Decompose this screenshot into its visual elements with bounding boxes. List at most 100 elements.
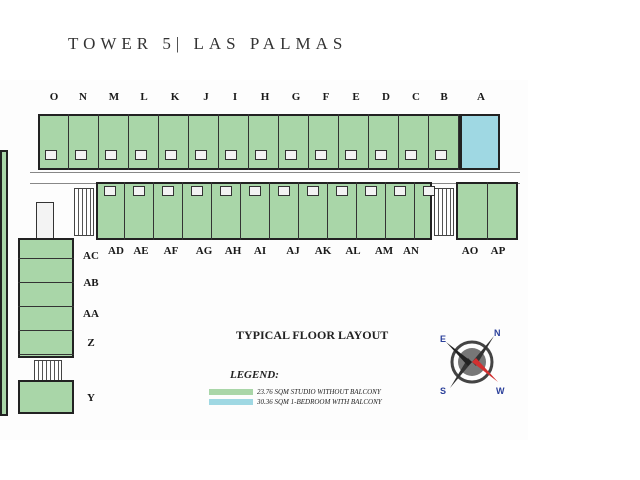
- page-title: TOWER 5| LAS PALMAS: [68, 34, 348, 53]
- stair-lower: [34, 360, 62, 382]
- unit-label-ao: AO: [461, 245, 479, 257]
- unit-label-ai: AI: [253, 245, 267, 257]
- bath-fixture: [75, 150, 87, 160]
- unit-label-l: L: [140, 91, 148, 103]
- unit-divider: [278, 114, 279, 170]
- unit-divider: [98, 114, 99, 170]
- unit-divider: [398, 114, 399, 170]
- unit-divider: [18, 282, 74, 283]
- unit-label-g: G: [291, 91, 301, 103]
- legend-text-studio: 23.76 SQM STUDIO WITHOUT BALCONY: [257, 388, 381, 396]
- unit-label-b: B: [440, 91, 448, 103]
- bath-fixture: [220, 186, 232, 196]
- far-left-strip: [0, 150, 8, 416]
- compass-letter-w: W: [496, 386, 505, 396]
- unit-divider: [182, 182, 183, 240]
- bath-fixture: [195, 150, 207, 160]
- legend-item-1br: 30.36 SQM 1-BEDROOM WITH BALCONY: [209, 398, 382, 406]
- unit-divider: [158, 114, 159, 170]
- unit-label-ab: AB: [83, 277, 99, 289]
- unit-divider: [18, 306, 74, 307]
- unit-divider: [248, 114, 249, 170]
- stair-left: [74, 188, 94, 236]
- legend-swatch-1br: [209, 399, 253, 405]
- bath-fixture: [345, 150, 357, 160]
- unit-divider: [385, 182, 386, 240]
- unit-divider: [218, 114, 219, 170]
- top-unit-block: [38, 114, 460, 170]
- unit-divider: [327, 182, 328, 240]
- bath-fixture: [135, 150, 147, 160]
- bath-fixture: [255, 150, 267, 160]
- unit-divider: [124, 182, 125, 240]
- unit-divider: [18, 258, 74, 259]
- unit-label-aa: AA: [83, 308, 99, 320]
- unit-divider: [153, 182, 154, 240]
- bath-fixture: [405, 150, 417, 160]
- bath-fixture: [191, 186, 203, 196]
- unit-label-m: M: [108, 91, 120, 103]
- stair-right: [434, 188, 454, 236]
- unit-divider: [428, 114, 429, 170]
- bath-fixture: [45, 150, 57, 160]
- legend-swatch-studio: [209, 389, 253, 395]
- unit-label-e: E: [352, 91, 360, 103]
- bath-fixture: [165, 150, 177, 160]
- unit-divider: [211, 182, 212, 240]
- left-wing-block: [18, 238, 74, 358]
- unit-label-z: Z: [87, 337, 95, 349]
- unit-divider: [338, 114, 339, 170]
- bath-fixture: [285, 150, 297, 160]
- compass-icon: N E S W: [440, 328, 505, 396]
- bath-fixture: [435, 150, 447, 160]
- unit-label-ac: AC: [83, 250, 99, 262]
- compass-letter-e: E: [440, 334, 446, 344]
- bath-fixture: [104, 186, 116, 196]
- unit-label-y: Y: [87, 392, 95, 404]
- unit-label-ap: AP: [490, 245, 506, 257]
- unit-label-af: AF: [163, 245, 179, 257]
- unit-divider: [128, 114, 129, 170]
- unit-divider: [18, 330, 74, 331]
- unit-label-c: C: [412, 91, 420, 103]
- unit-divider: [188, 114, 189, 170]
- unit-label-h: H: [260, 91, 270, 103]
- unit-label-ag: AG: [195, 245, 213, 257]
- unit-label-an: AN: [403, 245, 419, 257]
- unit-divider: [458, 114, 459, 170]
- bath-fixture: [249, 186, 261, 196]
- unit-label-ae: AE: [133, 245, 149, 257]
- bath-fixture: [162, 186, 174, 196]
- unit-label-d: D: [382, 91, 390, 103]
- bath-fixture: [336, 186, 348, 196]
- left-wing-bottom-block: [18, 380, 74, 414]
- compass-letter-s: S: [440, 386, 446, 396]
- legend-item-studio: 23.76 SQM STUDIO WITHOUT BALCONY: [209, 388, 381, 396]
- bath-fixture: [365, 186, 377, 196]
- unit-label-aj: AJ: [286, 245, 300, 257]
- unit-divider: [298, 182, 299, 240]
- unit-label-o: O: [49, 91, 59, 103]
- unit-label-k: K: [170, 91, 180, 103]
- unit-divider: [487, 182, 488, 240]
- legend-text-1br: 30.36 SQM 1-BEDROOM WITH BALCONY: [257, 398, 382, 406]
- bath-fixture: [278, 186, 290, 196]
- plan-title: TYPICAL FLOOR LAYOUT: [236, 328, 389, 342]
- unit-divider: [68, 114, 69, 170]
- unit-divider: [240, 182, 241, 240]
- unit-divider: [356, 182, 357, 240]
- unit-label-i: I: [232, 91, 238, 103]
- unit-divider: [414, 182, 415, 240]
- unit-label-a: A: [477, 91, 485, 103]
- compass-letter-n: N: [494, 328, 501, 338]
- bath-fixture: [133, 186, 145, 196]
- middle-unit-block: [96, 182, 432, 240]
- bath-fixture: [394, 186, 406, 196]
- unit-label-am: AM: [374, 245, 394, 257]
- unit-label-al: AL: [345, 245, 361, 257]
- bath-fixture: [315, 150, 327, 160]
- unit-divider: [308, 114, 309, 170]
- unit-divider: [18, 354, 74, 355]
- floor-plan: [0, 80, 528, 440]
- legend-title: LEGEND:: [230, 369, 279, 381]
